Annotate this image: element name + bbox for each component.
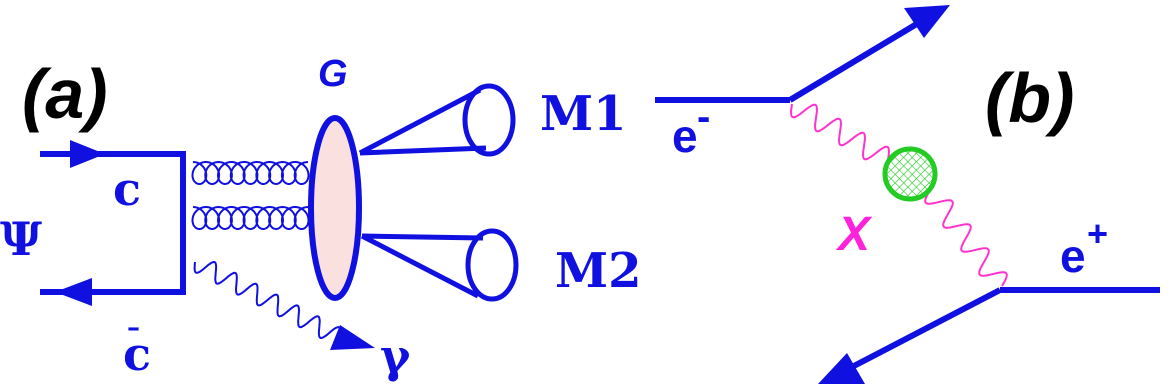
electron-label: e: [672, 110, 698, 162]
x-particle-blob: [882, 146, 938, 202]
positron-charge: +: [1087, 213, 1108, 254]
panel-a-label: (a): [22, 55, 108, 133]
panel-a: (a) Ψ c – c γ G M1 M2: [0, 53, 642, 383]
antiquark-arrow: [55, 278, 92, 306]
meson-1-cone: [358, 83, 516, 157]
panel-b: (b) e - e + X: [655, 5, 1160, 384]
quark-arrow: [70, 140, 105, 168]
meson-2-label: M2: [555, 243, 642, 299]
glueball-blob: [308, 115, 362, 301]
gluon-line-1: [191, 160, 310, 186]
antiquark-bar: –: [127, 313, 140, 343]
meson-2-cone: [360, 228, 519, 302]
positron-out-arrow: [818, 353, 865, 384]
exchange-line-1: [790, 103, 890, 161]
photon-label: γ: [380, 329, 411, 383]
exchange-line-2: [924, 189, 1008, 287]
meson-1-label: M1: [540, 86, 627, 142]
x-particle-label: X: [835, 208, 873, 261]
photon-line-a: [193, 261, 342, 339]
photon-arrow: [330, 325, 375, 350]
glueball-label: G: [318, 53, 348, 95]
panel-b-label: (b): [985, 59, 1074, 137]
gluon-line-2: [191, 205, 310, 231]
positron-label: e: [1060, 230, 1086, 282]
quark-loop-line: [40, 151, 186, 295]
electron-charge: -: [697, 95, 710, 139]
positron-out-line: [848, 287, 1002, 371]
electron-out-line: [788, 19, 922, 103]
antiquark-label: c: [123, 327, 151, 381]
electron-out-arrow: [904, 5, 950, 38]
quark-label: c: [113, 162, 141, 216]
psi-label: Ψ: [0, 212, 42, 266]
